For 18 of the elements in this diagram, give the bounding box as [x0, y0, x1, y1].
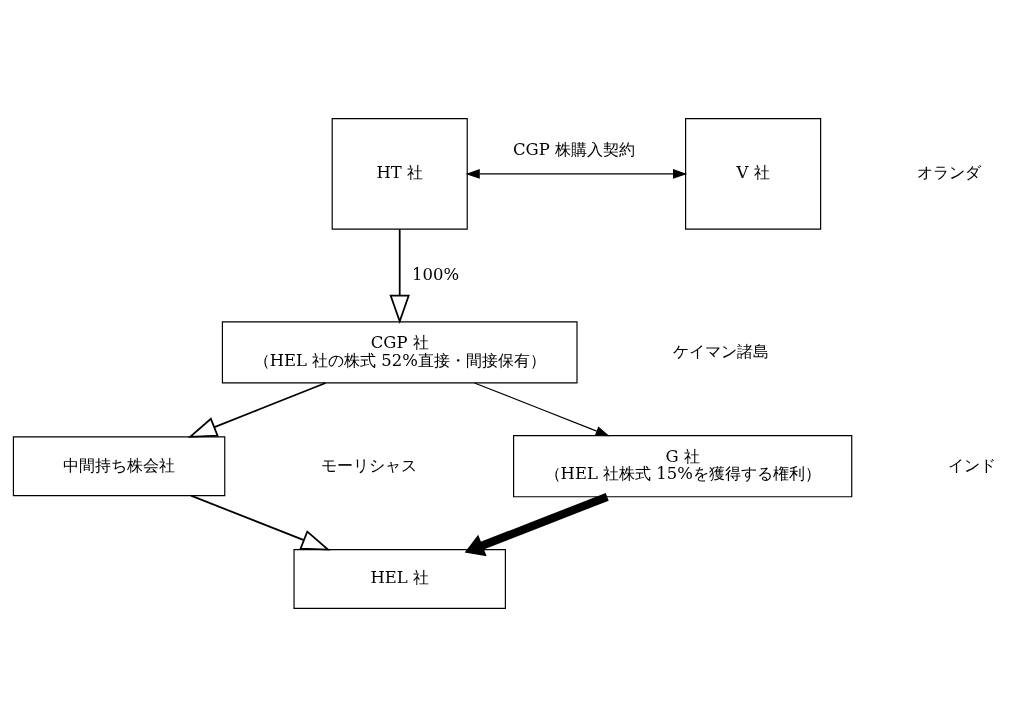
- label: インド: [947, 455, 996, 475]
- node-box: 中間持ち株会社: [12, 435, 226, 496]
- label: ケイマン諸島: [673, 341, 770, 361]
- arrow: [190, 494, 331, 551]
- arrow: [464, 492, 609, 556]
- edge-label: CGP 株購入契約: [513, 139, 635, 159]
- label: モーリシャス: [321, 455, 418, 475]
- node-box: HT 社: [331, 117, 468, 230]
- edge-label: 100%: [412, 264, 459, 284]
- arrow: [187, 381, 327, 438]
- label: オランダ: [917, 162, 982, 182]
- arrow: [465, 168, 688, 179]
- node-box: HEL 社: [293, 548, 506, 609]
- node-box: V 社: [685, 117, 822, 230]
- node-box: CGP 社 （HEL 社の株式 52%直接・間接保有）: [221, 320, 578, 383]
- arrow: [473, 381, 610, 436]
- node-box: G 社 （HEL 社株式 15%を獲得する権利）: [513, 434, 853, 497]
- arrow: [389, 227, 410, 324]
